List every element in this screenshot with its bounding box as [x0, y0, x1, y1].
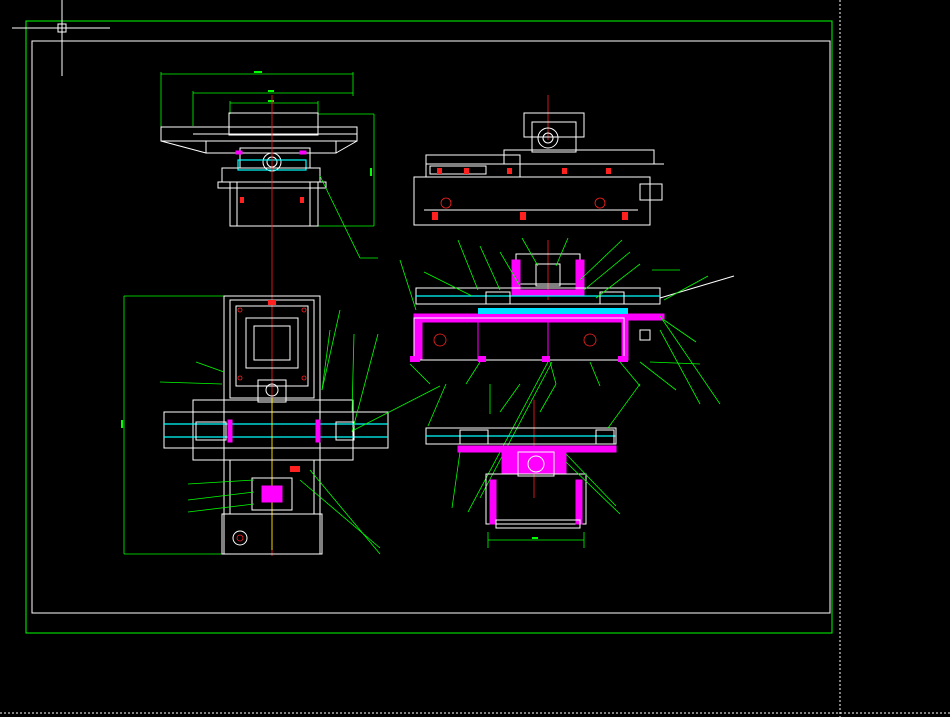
front-elevation: [413, 95, 664, 226]
crosshair-cursor-icon: [12, 0, 110, 76]
side-section: [425, 383, 641, 548]
plan-view: [121, 295, 441, 555]
cross-section: [399, 237, 735, 513]
top-view: [160, 71, 378, 259]
